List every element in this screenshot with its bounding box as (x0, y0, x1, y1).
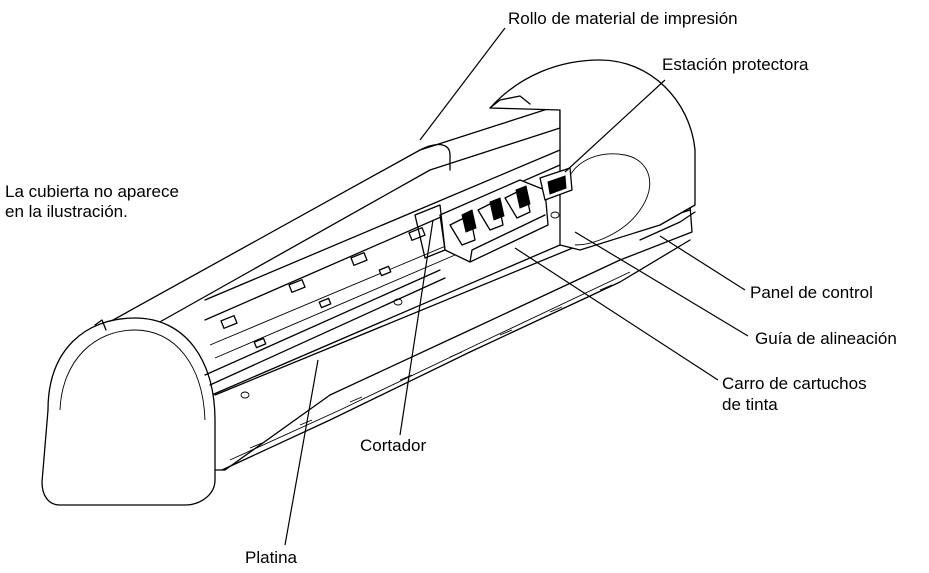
platen-rails (204, 149, 561, 399)
leader-panel (659, 235, 746, 291)
ink-carriage (414, 167, 573, 263)
label-carriage-line1: Carro de cartuchos (722, 374, 867, 393)
label-guide: Guía de alineación (755, 329, 897, 348)
leader-roll (419, 27, 506, 141)
right-end-cap (489, 59, 696, 251)
label-cutter: Cortador (360, 436, 426, 455)
leader-platen (284, 359, 319, 546)
label-carriage-line2: de tinta (722, 395, 778, 414)
leader-cutter (399, 219, 434, 436)
label-cover-line1: La cubierta no aparece (5, 182, 179, 201)
left-end-cap (41, 317, 216, 506)
leader-lines (284, 27, 749, 546)
label-station: Estación protectora (662, 55, 809, 74)
callout-labels: Rollo de material de impresión Estación … (5, 9, 897, 567)
label-cover-line2: en la ilustración. (5, 202, 128, 221)
label-roll: Rollo de material de impresión (508, 9, 738, 28)
leader-guide (574, 231, 749, 337)
leader-station (564, 79, 666, 173)
label-panel: Panel de control (750, 283, 873, 302)
label-platen: Platina (245, 548, 298, 567)
leader-carriage (514, 247, 719, 381)
